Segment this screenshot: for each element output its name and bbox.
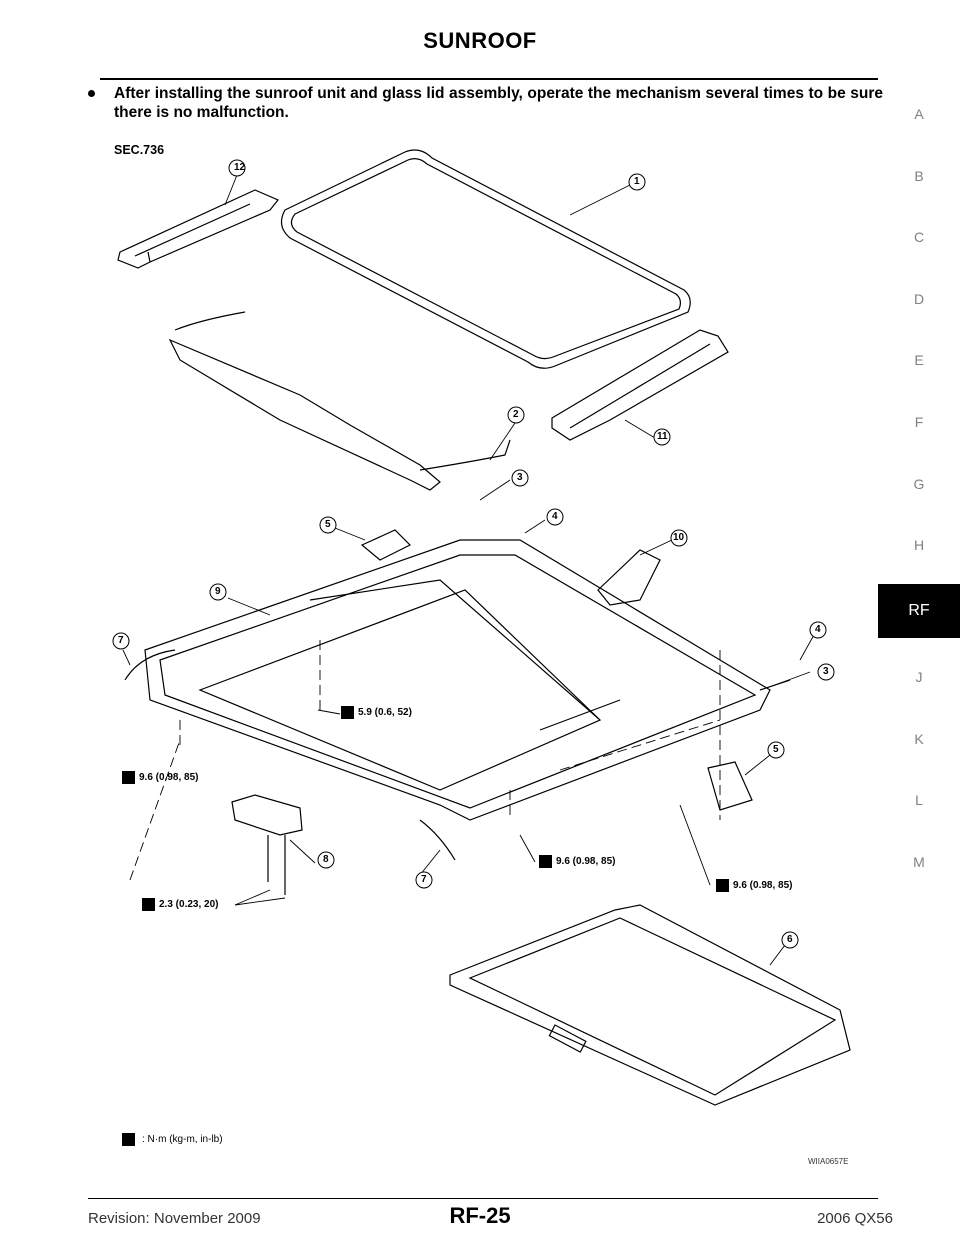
callout-10: 10	[673, 532, 685, 543]
tab-k[interactable]: K	[914, 731, 924, 747]
callout-1: 1	[634, 176, 640, 187]
callout-3-right: 3	[823, 666, 829, 677]
drain-hose-left	[124, 649, 176, 681]
sunroof-frame	[144, 539, 771, 821]
callout-4: 4	[552, 511, 558, 522]
glass-lid	[280, 149, 691, 369]
vehicle-model: 2006 QX56	[817, 1210, 893, 1227]
callout-5-rear: 5	[773, 744, 779, 755]
tab-j[interactable]: J	[915, 669, 923, 685]
callout-11: 11	[657, 431, 668, 442]
tab-c[interactable]: C	[913, 229, 925, 245]
footer-rule	[88, 1198, 878, 1199]
callout-2: 2	[513, 409, 519, 420]
torque-spec-3: 9.6 (0.98, 85)	[556, 856, 616, 867]
page-number: RF-25	[449, 1203, 511, 1228]
tab-h[interactable]: H	[913, 537, 925, 553]
torque-spec-4: 9.6 (0.98, 85)	[733, 880, 793, 891]
tab-g[interactable]: G	[913, 476, 925, 492]
note-item: After installing the sunroof unit and gl…	[88, 84, 883, 122]
torque-spec-5: 2.3 (0.23, 20)	[159, 899, 219, 910]
note-text: After installing the sunroof unit and gl…	[114, 85, 883, 121]
section-number: SEC.736	[114, 143, 165, 157]
page-title: SUNROOF	[423, 28, 537, 53]
callout-4-right: 4	[815, 624, 821, 635]
torque-spec-1: 5.9 (0.6, 52)	[358, 707, 412, 718]
sunshade	[449, 904, 851, 1106]
torque-legend: : N·m (kg-m, in-lb)	[142, 1134, 223, 1145]
bracket-5-rear	[707, 761, 753, 811]
drain-hose-rear	[419, 819, 456, 861]
tab-m[interactable]: M	[913, 854, 925, 870]
tab-a[interactable]: A	[914, 106, 924, 122]
callout-3: 3	[517, 472, 523, 483]
revision-date: Revision: November 2009	[88, 1210, 261, 1227]
rear-trim	[551, 329, 729, 441]
callout-7: 7	[118, 635, 124, 646]
callout-9: 9	[215, 586, 221, 597]
tab-rf[interactable]: RF	[878, 584, 960, 638]
sunroof-motor	[231, 794, 303, 836]
front-seal	[168, 311, 511, 491]
figure-code: WIIA0657E	[808, 1157, 849, 1166]
sunroof-exploded-diagram	[112, 149, 851, 1146]
header-rule	[100, 78, 878, 80]
callout-12: 12	[234, 162, 246, 173]
bullet-icon	[88, 90, 95, 97]
tab-e[interactable]: E	[914, 352, 924, 368]
bracket-10	[597, 549, 661, 606]
tab-b[interactable]: B	[914, 168, 924, 184]
wind-deflector	[117, 189, 279, 269]
callout-5: 5	[325, 519, 331, 530]
torque-spec-2: 9.6 (0.98, 85)	[139, 772, 199, 783]
bracket-5-front	[360, 529, 412, 561]
tab-f[interactable]: F	[914, 414, 924, 430]
callout-7-rear: 7	[421, 874, 427, 885]
callout-6: 6	[787, 934, 793, 945]
callout-8: 8	[323, 854, 329, 865]
tab-d[interactable]: D	[913, 291, 925, 307]
tab-l[interactable]: L	[915, 792, 923, 808]
